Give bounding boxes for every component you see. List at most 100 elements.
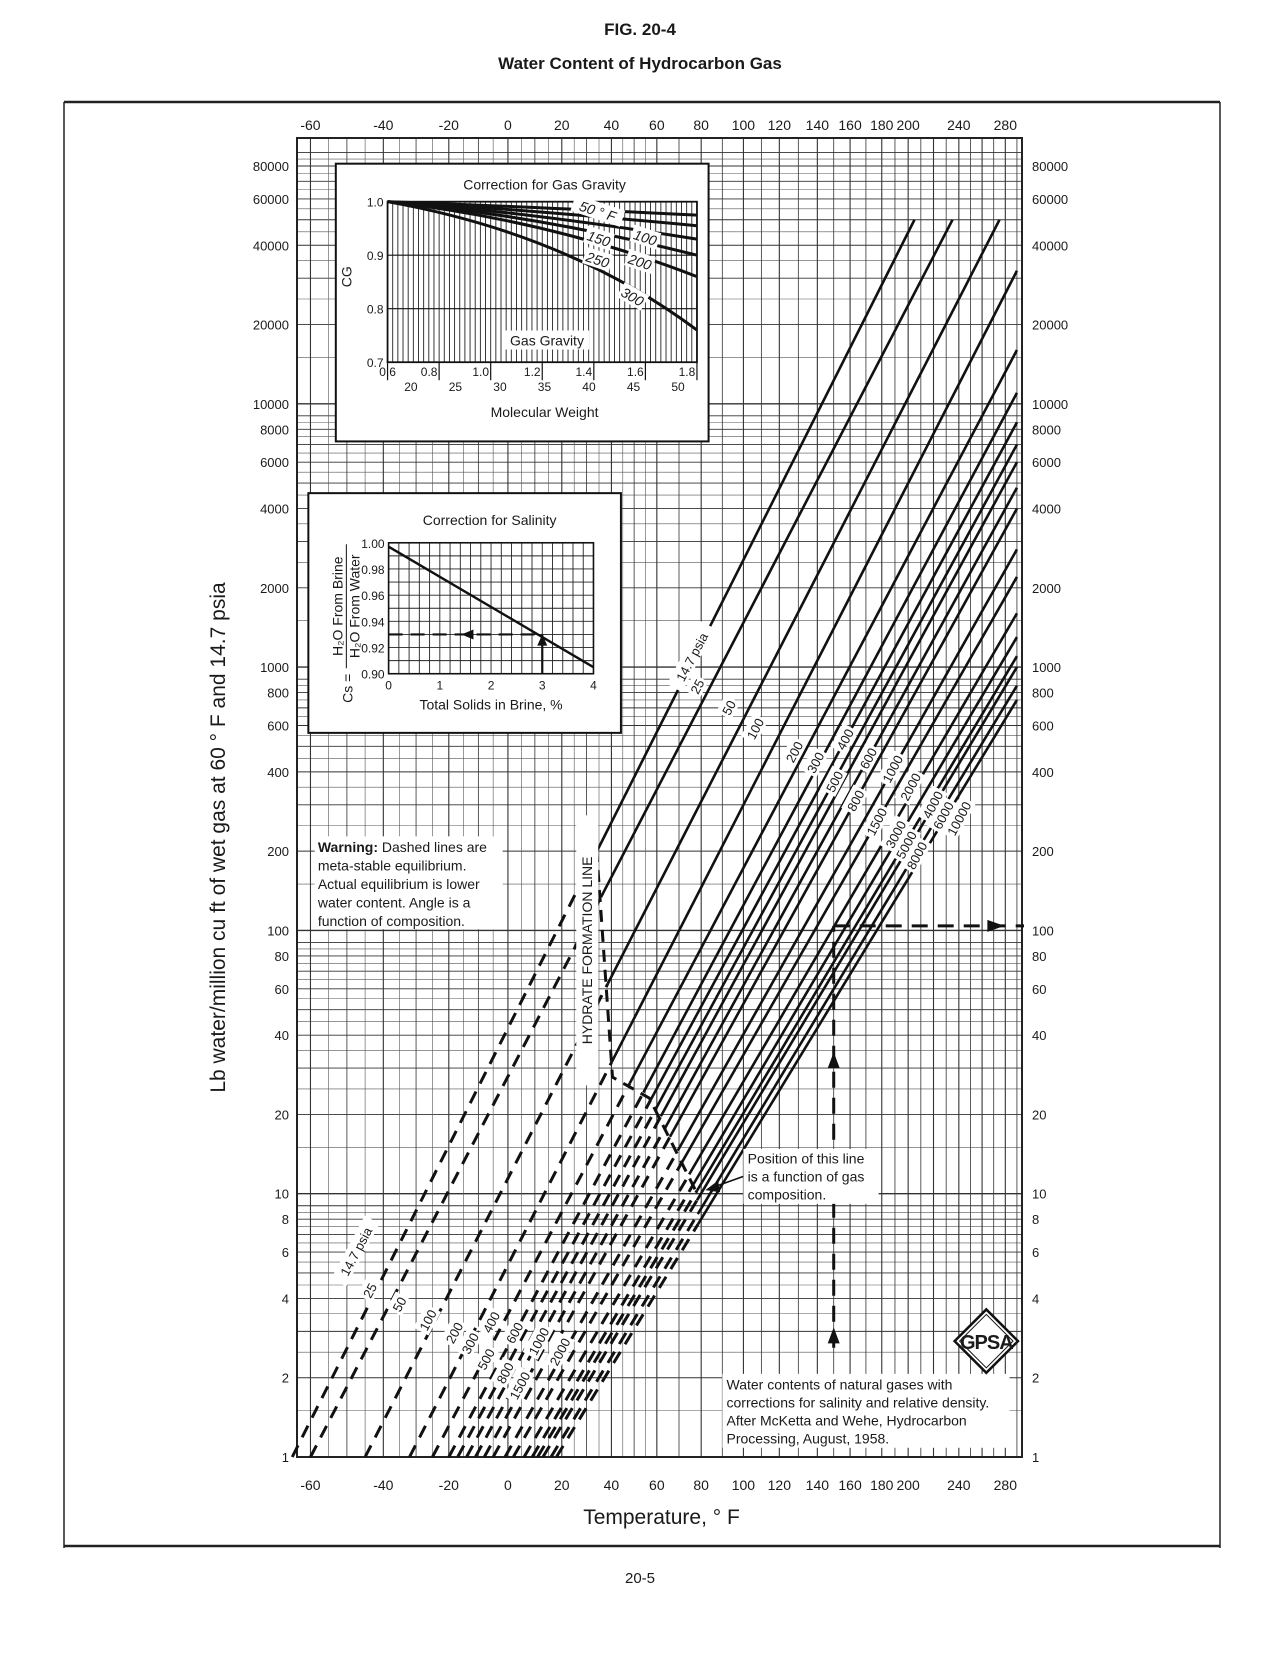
svg-text:Correction for Gas Gravity: Correction for Gas Gravity	[463, 177, 626, 193]
y-tick-left: 8	[282, 1212, 289, 1227]
solid-pressure-line	[696, 685, 1019, 1215]
svg-text:20: 20	[404, 380, 418, 394]
svg-text:30: 30	[493, 380, 507, 394]
svg-text:Gas Gravity: Gas Gravity	[510, 332, 584, 348]
svg-text:200: 200	[625, 250, 653, 273]
svg-text:Actual equilibrium is lower: Actual equilibrium is lower	[318, 876, 480, 892]
svg-text:is a function of gas: is a function of gas	[748, 1169, 865, 1185]
dashed-pressure-line	[309, 896, 603, 1458]
svg-text:0.8: 0.8	[421, 365, 438, 379]
x-axis-title: Temperature, ° F	[583, 1506, 740, 1529]
y-tick-left: 600	[267, 719, 289, 734]
x-tick-top: 120	[768, 117, 792, 133]
x-tick-top: 40	[604, 117, 620, 133]
y-tick-left: 2	[282, 1371, 289, 1386]
x-tick-top: 100	[732, 117, 756, 133]
y-tick-left: 60000	[253, 192, 289, 207]
y-tick-left: 400	[267, 765, 289, 780]
x-tick-top: 180	[870, 117, 894, 133]
y-tick-right: 60	[1032, 982, 1046, 997]
svg-text:Total Solids in Brine, %: Total Solids in Brine, %	[419, 697, 562, 713]
solid-pressure-line	[599, 219, 954, 898]
solid-pressure-line	[696, 699, 1019, 1225]
y-tick-left: 60	[275, 982, 289, 997]
dashed-pressure-line	[290, 850, 599, 1458]
y-axis-title: Lb water/million cu ft of wet gas at 60 …	[207, 582, 230, 1093]
svg-text:0.9: 0.9	[367, 249, 384, 263]
y-tick-left: 1000	[260, 660, 289, 675]
y-tick-right: 20	[1032, 1107, 1046, 1122]
svg-text:CG: CG	[339, 266, 355, 287]
y-tick-right: 400	[1032, 765, 1054, 780]
svg-text:Warning: Dashed lines are: Warning: Dashed lines are	[318, 839, 487, 855]
solid-pressure-line	[628, 349, 1019, 1085]
curve-label: 50	[390, 1294, 410, 1314]
y-tick-right: 8	[1032, 1212, 1039, 1227]
x-tick-bottom: 180	[870, 1477, 894, 1493]
x-tick-bottom: 100	[732, 1477, 756, 1493]
svg-text:250: 250	[583, 248, 611, 271]
y-tick-left: 20	[275, 1107, 289, 1122]
y-tick-right: 8000	[1032, 422, 1061, 437]
svg-text:4: 4	[590, 679, 597, 693]
svg-text:0.94: 0.94	[361, 615, 385, 629]
dashed-pressure-line	[512, 1161, 684, 1458]
svg-text:40: 40	[582, 380, 596, 394]
y-tick-left: 4000	[260, 502, 289, 517]
x-tick-bottom: -20	[439, 1477, 459, 1493]
svg-text:0.96: 0.96	[361, 589, 385, 603]
figure-title: Water Content of Hydrocarbon Gas	[498, 54, 782, 73]
y-tick-right: 600	[1032, 719, 1054, 734]
x-tick-bottom: 20	[554, 1477, 570, 1493]
page-number: 20-5	[624, 1570, 656, 1587]
x-tick-top: 200	[896, 117, 920, 133]
x-tick-top: 280	[994, 117, 1018, 133]
y-tick-left: 8000	[260, 422, 289, 437]
y-tick-right: 2	[1032, 1371, 1039, 1386]
x-tick-top: 140	[806, 117, 830, 133]
curve-label: 25	[687, 677, 707, 697]
hydrate-formation-line: HYDRATE FORMATION LINE	[576, 815, 699, 1194]
solid-pressure-line	[676, 548, 1019, 1152]
curve-label: 50	[719, 698, 739, 718]
y-tick-left: 800	[267, 686, 289, 701]
y-tick-left: 6	[282, 1245, 289, 1260]
x-tick-top: -20	[439, 117, 459, 133]
svg-text:1.6: 1.6	[627, 365, 644, 379]
svg-text:1: 1	[436, 679, 443, 693]
dashed-pressure-line	[456, 1099, 652, 1458]
svg-text:H₂O From Brine: H₂O From Brine	[329, 556, 345, 656]
svg-text:water content. Angle is a: water content. Angle is a	[317, 895, 471, 911]
y-tick-left: 4	[282, 1291, 289, 1306]
y-tick-right: 1000	[1032, 660, 1061, 675]
inset-salinity: Correction for Salinity1.000.980.960.940…	[307, 492, 622, 734]
solid-pressure-line	[680, 576, 1019, 1163]
x-tick-bottom: 160	[838, 1477, 862, 1493]
solid-pressure-line	[695, 666, 1019, 1201]
svg-text:Cs =: Cs =	[339, 674, 355, 703]
dashed-pressure-line	[536, 1189, 699, 1458]
example-path	[827, 919, 1024, 1348]
svg-text:150: 150	[585, 227, 612, 250]
pressure-lines-dashed	[290, 850, 700, 1458]
svg-text:2: 2	[488, 679, 495, 693]
svg-text:1.8: 1.8	[679, 365, 696, 379]
inset-gas-gravity: Correction for Gas Gravity1.00.90.80.7CG…	[334, 162, 710, 443]
svg-text:0.8: 0.8	[367, 303, 384, 317]
y-tick-right: 20000	[1032, 318, 1068, 333]
svg-text:1.0: 1.0	[367, 196, 384, 210]
x-tick-bottom: -60	[300, 1477, 320, 1493]
dashed-pressure-line	[541, 1199, 699, 1458]
solid-pressure-line	[649, 421, 1019, 1101]
y-tick-left: 200	[267, 844, 289, 859]
y-tick-right: 800	[1032, 686, 1054, 701]
x-tick-top: 0	[504, 117, 512, 133]
svg-text:function of composition.: function of composition.	[318, 913, 465, 929]
svg-text:25: 25	[449, 380, 463, 394]
y-tick-right: 200	[1032, 844, 1054, 859]
solid-pressure-line	[668, 507, 1019, 1138]
y-tick-left: 10000	[253, 397, 289, 412]
svg-text:Molecular Weight: Molecular Weight	[491, 404, 599, 420]
x-tick-bottom: 80	[693, 1477, 709, 1493]
